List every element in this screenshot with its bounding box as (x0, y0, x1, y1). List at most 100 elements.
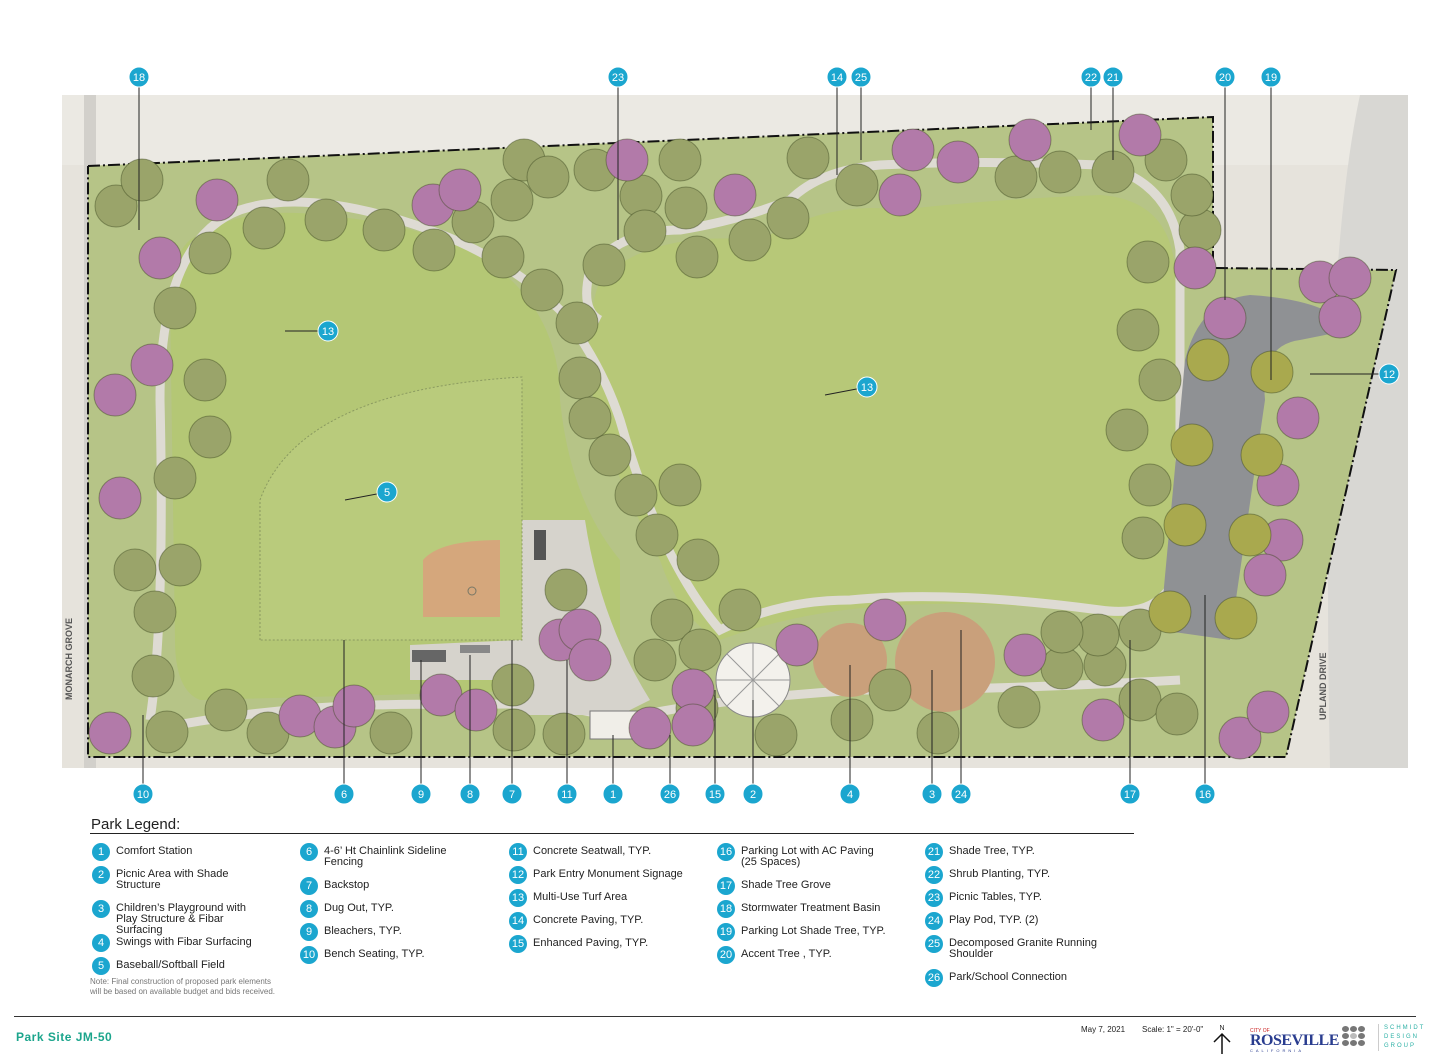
callout-marker: 19 (1260, 66, 1282, 380)
shade-tree (664, 186, 708, 230)
accent-tree (1203, 296, 1247, 340)
callout-number: 14 (831, 72, 843, 84)
callout-marker: 22 (1080, 66, 1102, 130)
legend-badge: 23 (925, 889, 943, 907)
shade-tree (1038, 150, 1082, 194)
callout-badge (410, 783, 432, 805)
shade-tree (481, 235, 525, 279)
callout-badge (950, 783, 972, 805)
shade-tree (1076, 613, 1120, 657)
accent-tree (332, 684, 376, 728)
accent-tree (775, 623, 819, 667)
logo-city-of: CITY OF (1250, 1028, 1270, 1034)
legend-badge: 6 (300, 843, 318, 861)
shade-tree (558, 356, 602, 400)
east-turf-area (588, 195, 1180, 640)
callout-number: 26 (664, 789, 676, 801)
property-line (87, 115, 1398, 758)
logo-roseville: ROSEVILLE (1250, 1032, 1339, 1049)
shade-tree (1116, 308, 1160, 352)
legend-label: Baseball/Softball Field (116, 959, 225, 971)
shade-tree (675, 235, 719, 279)
callout-number: 10 (137, 789, 149, 801)
accent-tree (1276, 396, 1320, 440)
legend-badge: 20 (717, 946, 735, 964)
callout-badge (459, 783, 481, 805)
callout-marker: 10 (132, 715, 154, 805)
shade-tree (1118, 678, 1162, 722)
callout-badge (1378, 363, 1400, 385)
parking-lot-shade-tree (1214, 596, 1258, 640)
accent-tree (1218, 716, 1262, 760)
legend-label: Park Entry Monument Signage (533, 868, 683, 880)
shade-tree (555, 301, 599, 345)
legend-badge: 10 (300, 946, 318, 964)
legend-divider (90, 833, 1134, 834)
legend-badge: 5 (92, 957, 110, 975)
shade-tree (997, 685, 1041, 729)
shade-tree (1155, 692, 1199, 736)
callout-number: 2 (750, 789, 756, 801)
accent-tree (1003, 633, 1047, 677)
legend-badge: 3 (92, 900, 110, 918)
shade-tree (1128, 463, 1172, 507)
accent-tree (891, 128, 935, 172)
shade-tree (1105, 408, 1149, 452)
parking-lot-shade-tree (1186, 338, 1230, 382)
accent-tree (454, 688, 498, 732)
legend-label: Multi-Use Turf Area (533, 891, 628, 903)
shade-tree (766, 196, 810, 240)
playground-area (895, 612, 995, 712)
accent-tree (195, 178, 239, 222)
shade-tree (568, 396, 612, 440)
plan-date: May 7, 2021 (1081, 1025, 1126, 1034)
plan-scale: Scale: 1" = 20'-0" (1142, 1025, 1204, 1034)
callout-badge (333, 783, 355, 805)
callout-marker: 14 (826, 66, 848, 175)
shade-tree (658, 138, 702, 182)
legend-label: Accent Tree , TYP. (741, 948, 832, 960)
callout-number: 12 (1383, 369, 1395, 381)
callout-number: 3 (929, 789, 935, 801)
callout-badge (1080, 66, 1102, 88)
callout-badge (921, 783, 943, 805)
callout-marker: 25 (850, 66, 872, 160)
accent-tree (568, 638, 612, 682)
accent-tree (1328, 256, 1372, 300)
shade-tree (412, 228, 456, 272)
callout-badge (317, 320, 339, 342)
legend-label: Backstop (324, 879, 370, 891)
shade-tree (1040, 610, 1084, 654)
legend-label: Park/School Connection (949, 971, 1068, 983)
shade-tree (868, 668, 912, 712)
accent-tree (88, 711, 132, 755)
shade-tree (492, 708, 536, 752)
shade-tree (544, 568, 588, 612)
accent-tree (713, 173, 757, 217)
accent-tree (130, 343, 174, 387)
callout-badge (1260, 66, 1282, 88)
shade-tree (113, 548, 157, 592)
legend-badge: 8 (300, 900, 318, 918)
accent-tree (93, 373, 137, 417)
north-arrow: N (1212, 1025, 1232, 1056)
callout-marker: 21 (1102, 66, 1124, 160)
callout-number: 5 (384, 487, 390, 499)
shade-tree (542, 712, 586, 756)
callout-marker: 18 (128, 66, 150, 230)
legend-badge: 22 (925, 866, 943, 884)
accent-tree (1243, 553, 1287, 597)
schmidt-logo-mark (1342, 1026, 1365, 1046)
accent-tree (1318, 295, 1362, 339)
legend-badge: 18 (717, 900, 735, 918)
shade-tree (623, 209, 667, 253)
accent-tree (628, 706, 672, 750)
callout-marker: 2 (742, 700, 764, 805)
shade-tree (490, 178, 534, 222)
callout-marker: 9 (410, 660, 432, 805)
